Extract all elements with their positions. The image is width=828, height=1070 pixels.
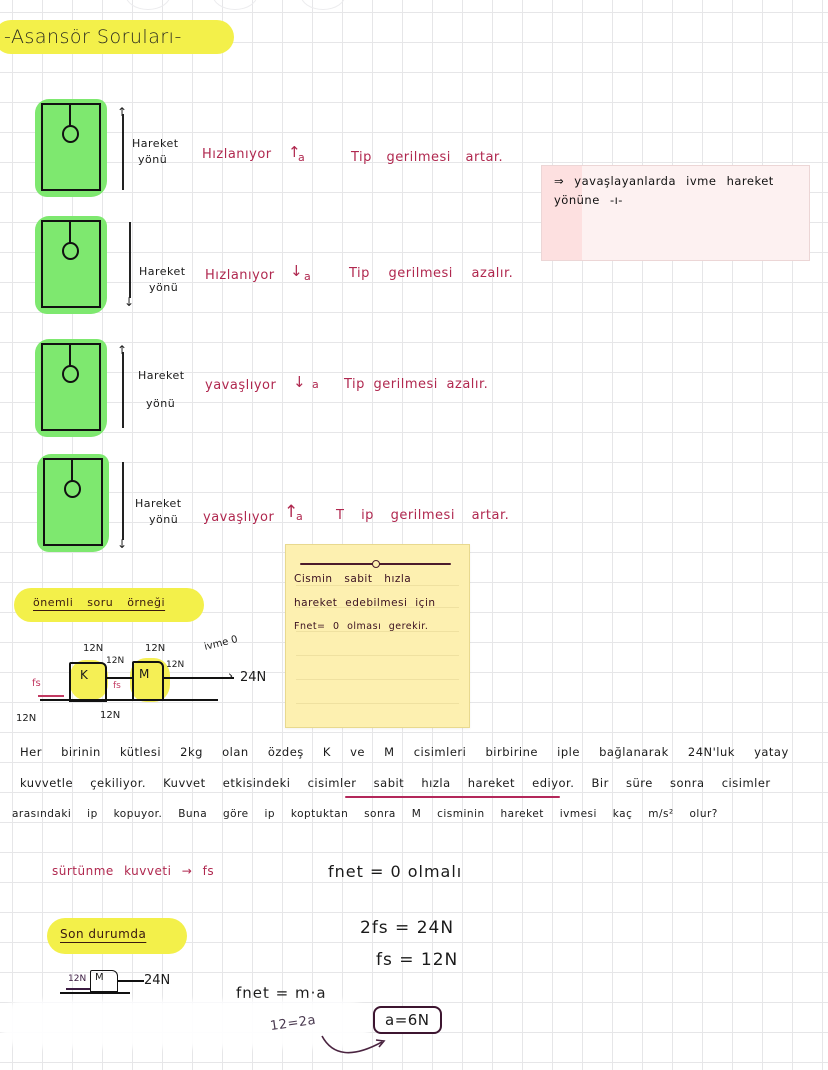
friction-k-symbol: fs [32, 678, 41, 689]
side-note-line-1: ⇒ yavaşlayanlarda ivme hareket [554, 174, 774, 188]
example-label: önemli soru örneği [33, 596, 166, 609]
final-pull-arrow [118, 980, 144, 982]
state-text: yavaşlıyor [205, 378, 277, 393]
k-top-label: 12N [83, 643, 104, 654]
k-right-label: 12N [106, 656, 125, 666]
sticky-line-3: Fnet= 0 olması gerekir. [294, 621, 429, 632]
motion-direction-label: Hareket yönü [138, 369, 185, 410]
elevator-diagram-1 [35, 99, 107, 197]
accel-zero-note: ivme 0 [203, 634, 239, 653]
answer-box: a=6N [373, 1006, 442, 1034]
friction-m-symbol: fs [113, 681, 121, 691]
result-text: Tip gerilmesi azalır. [349, 266, 514, 281]
final-state-label: Son durumda [60, 927, 147, 941]
problem-line-2: kuvvetle çekiliyor. Kuvvet etkisindeki c… [20, 776, 771, 790]
elevator-diagram-4 [37, 454, 109, 552]
force-diagram: K M › 24N 12N 12N 12N 12N ivme 0 fs fs 1… [16, 634, 267, 724]
problem-line-1: Her birinin kütlesi 2kg olan özdeş K ve … [20, 745, 789, 759]
curved-arrow-icon [321, 1035, 386, 1054]
mass-circle-icon [62, 242, 79, 260]
mass-circle-icon [64, 480, 81, 498]
final-block-m [90, 970, 118, 992]
state-text: yavaşlıyor [203, 510, 275, 525]
motion-direction-label: Hareket yönü [135, 497, 182, 526]
accel-symbol: a [312, 378, 320, 391]
equation-1: 2fs = 24N [360, 918, 455, 938]
accel-up-arrow-icon: ↑ [288, 143, 302, 161]
friction-k-label: 12N [16, 713, 37, 724]
fnet-equation: fnet = m·a [236, 984, 327, 1002]
ground-line [40, 699, 218, 701]
divider-ornament-dot [372, 560, 380, 568]
accel-symbol: a [296, 510, 304, 523]
applied-force-label: 24N [240, 670, 267, 685]
accel-symbol: a [304, 270, 312, 283]
friction-k-arrow [38, 695, 64, 697]
final-ground-line [60, 992, 130, 994]
result-text: T ip gerilmesi artar. [336, 508, 510, 523]
state-text: Hızlanıyor [202, 147, 272, 162]
side-note-line-2: yönüne -ı- [554, 193, 623, 207]
faint-circle-decoration [212, 0, 258, 10]
sticky-line-2: hareket edebilmesi için [294, 597, 436, 609]
state-text: Hızlanıyor [205, 268, 275, 283]
motion-down-arrow-icon: ↓ [117, 462, 129, 550]
erased-area [0, 1000, 370, 1048]
elevator-diagram-3 [35, 339, 107, 437]
motion-up-arrow-icon: ↑ [117, 344, 129, 430]
fnet-zero-condition: fnet = 0 olmalı [328, 862, 463, 881]
pull-force-arrow [162, 677, 234, 679]
m-top-label: 12N [145, 643, 166, 654]
friction-m-label: 12N [100, 710, 121, 721]
final-state-highlight [47, 918, 187, 954]
motion-up-arrow-icon: ↑ [117, 106, 129, 192]
motion-down-arrow-icon: ↓ [124, 222, 136, 308]
page-title: -Asansör Soruları- [0, 20, 234, 54]
faint-circle-decoration [300, 0, 346, 10]
final-force-diagram: 12N M 24N [60, 966, 210, 1002]
accel-symbol: a [298, 151, 306, 164]
sticky-note: Cismin sabit hızla hareket edebilmesi iç… [285, 544, 470, 728]
final-left-force: 12N [68, 974, 87, 984]
accel-down-arrow-icon: ↓ [290, 262, 304, 280]
result-text: Tip gerilmesi azalır. [344, 377, 489, 392]
equation-2: fs = 12N [376, 950, 459, 970]
arrowhead-icon: › [228, 669, 234, 684]
sticky-line-1: Cismin sabit hızla [294, 573, 412, 585]
block-k [69, 662, 107, 702]
emphasis-underline [345, 796, 560, 798]
example-highlight [14, 588, 204, 622]
problem-line-3: arasındaki ip kopuyor. Buna göre ip kopt… [12, 808, 718, 820]
friction-definition: sürtünme kuvveti → fs [52, 864, 215, 878]
faint-circle-decoration [125, 0, 171, 10]
side-note: ⇒ yavaşlayanlarda ivme hareket yönüne -ı… [541, 165, 810, 261]
m-right-label: 12N [166, 660, 185, 670]
result-text: Tip gerilmesi artar. [351, 150, 504, 165]
accel-down-arrow-icon: ↓ [293, 373, 307, 391]
motion-direction-label: Hareket yönü [139, 265, 186, 294]
mass-circle-icon [62, 365, 79, 383]
connecting-rope [105, 677, 133, 679]
elevator-diagram-2 [35, 216, 107, 314]
accel-up-arrow-icon: ↑ [284, 502, 299, 522]
motion-direction-label: Hareket yönü [132, 137, 179, 166]
mass-circle-icon [62, 125, 79, 143]
